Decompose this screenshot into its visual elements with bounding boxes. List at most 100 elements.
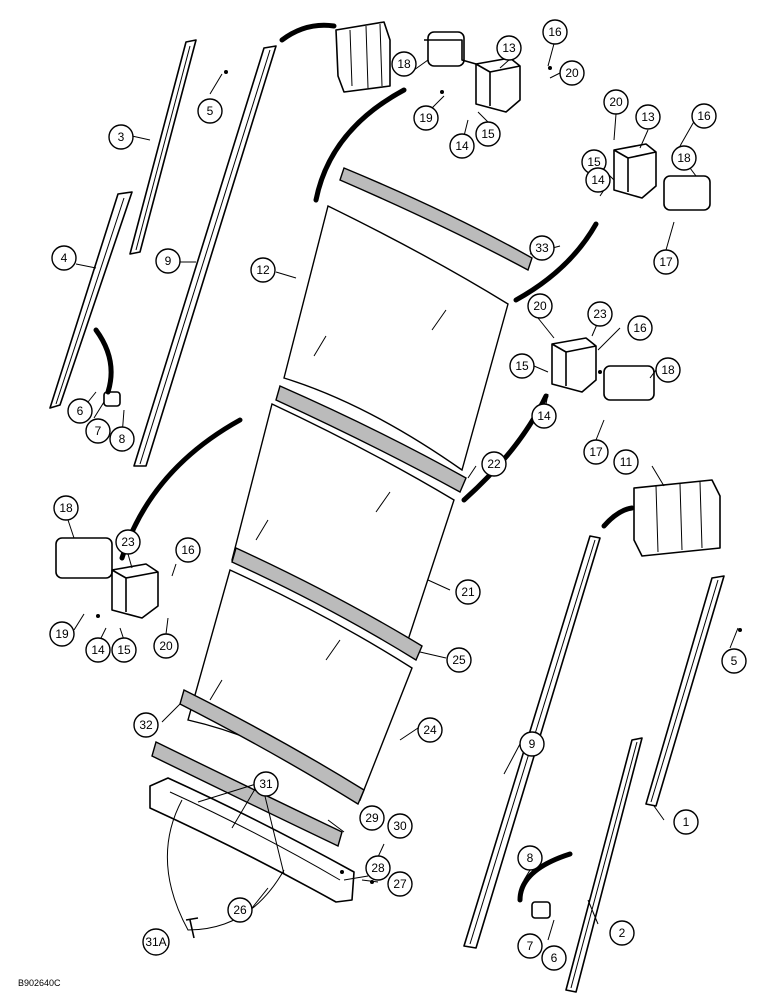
callout-11: 11: [613, 449, 639, 475]
svg-text:24: 24: [423, 723, 437, 737]
svg-text:26: 26: [233, 903, 247, 917]
callout-5: 5: [721, 648, 747, 674]
callout-17: 17: [583, 439, 609, 465]
callout-28: 28: [365, 855, 391, 881]
connector-arc-11: [601, 505, 635, 529]
callout-12: 12: [250, 257, 276, 283]
trim-strip-1: [645, 575, 725, 807]
callout-22: 22: [481, 451, 507, 477]
callout-7: 7: [85, 418, 111, 444]
svg-text:15: 15: [515, 359, 529, 373]
callout-18: 18: [671, 145, 697, 171]
svg-text:27: 27: [393, 877, 407, 891]
svg-text:3: 3: [118, 130, 125, 144]
callout-26: 26: [227, 897, 253, 923]
svg-text:31: 31: [259, 777, 273, 791]
callout-20: 20: [603, 89, 629, 115]
callout-15: 15: [509, 353, 535, 379]
svg-text:18: 18: [59, 501, 73, 515]
svg-text:20: 20: [159, 639, 173, 653]
callout-14: 14: [85, 637, 111, 663]
hinge-bracket-13-upper: [424, 31, 521, 113]
callout-8: 8: [517, 845, 543, 871]
callout-16: 16: [691, 103, 717, 129]
svg-text:12: 12: [256, 263, 270, 277]
clip-7-right: [531, 901, 551, 919]
drawing-reference: B902640C: [18, 978, 61, 988]
svg-text:15: 15: [117, 643, 131, 657]
callout-14: 14: [585, 167, 611, 193]
trim-strip-4: [49, 191, 133, 409]
svg-text:14: 14: [455, 139, 469, 153]
callout-19: 19: [49, 621, 75, 647]
callout-6: 6: [67, 398, 93, 424]
svg-text:7: 7: [95, 424, 102, 438]
callout-32: 32: [133, 712, 159, 738]
callout-14: 14: [531, 403, 557, 429]
seal-strip-32: [179, 688, 365, 806]
callout-6: 6: [541, 945, 567, 971]
callout-20: 20: [527, 293, 553, 319]
callout-7: 7: [517, 933, 543, 959]
svg-text:6: 6: [77, 404, 84, 418]
callout-20: 20: [153, 633, 179, 659]
callout-27: 27: [387, 871, 413, 897]
svg-text:11: 11: [620, 455, 633, 469]
hinge-bracket-23-left: [55, 537, 159, 619]
callout-19: 19: [413, 105, 439, 131]
svg-text:17: 17: [589, 445, 603, 459]
connector-arc-clip-left: [93, 327, 114, 395]
svg-text:32: 32: [139, 718, 153, 732]
callout-23: 23: [587, 301, 613, 327]
svg-text:5: 5: [207, 104, 214, 118]
svg-text:28: 28: [371, 861, 385, 875]
connector-arc-12: [313, 87, 407, 203]
seal-strip-22: [275, 385, 467, 493]
trim-strip-2: [565, 737, 643, 993]
seal-strip-29: [151, 741, 343, 847]
svg-text:14: 14: [537, 409, 551, 423]
svg-text:22: 22: [487, 457, 501, 471]
svg-text:23: 23: [121, 535, 135, 549]
callout-4: 4: [51, 245, 77, 271]
svg-text:15: 15: [481, 127, 495, 141]
hinge-bracket-13-right: [613, 143, 711, 211]
svg-text:8: 8: [527, 851, 534, 865]
callout-14: 14: [449, 133, 475, 159]
callout-8: 8: [109, 426, 135, 452]
svg-text:33: 33: [535, 241, 549, 255]
seal-strip-33: [339, 167, 533, 272]
callout-9: 9: [519, 731, 545, 757]
svg-text:25: 25: [452, 653, 466, 667]
hinge-bracket-23-right: [551, 337, 655, 401]
svg-text:4: 4: [61, 251, 68, 265]
seal-strip-9-left: [133, 45, 277, 467]
profile-strip-11-top: [335, 21, 391, 93]
svg-text:20: 20: [565, 66, 579, 80]
callout-18: 18: [655, 357, 681, 383]
callout-18: 18: [53, 495, 79, 521]
callout-5: 5: [197, 98, 223, 124]
callout-15: 15: [111, 637, 137, 663]
svg-text:19: 19: [419, 111, 433, 125]
callout-1: 1: [673, 809, 699, 835]
svg-text:5: 5: [731, 654, 738, 668]
trim-strip-3: [129, 39, 197, 255]
callout-16: 16: [627, 315, 653, 341]
callout-18: 18: [391, 51, 417, 77]
svg-text:18: 18: [677, 151, 691, 165]
callout-25: 25: [446, 647, 472, 673]
bolt-31a: [185, 917, 199, 939]
seal-strip-25: [231, 547, 423, 662]
callout-9: 9: [155, 248, 181, 274]
svg-text:31A: 31A: [145, 935, 166, 949]
svg-text:8: 8: [119, 432, 126, 446]
callout-31: 31: [253, 771, 279, 797]
connector-arc-clip-right: [517, 851, 573, 903]
callout-23: 23: [115, 529, 141, 555]
callout-16: 16: [542, 19, 568, 45]
connector-arc-top: [279, 22, 337, 43]
svg-text:6: 6: [551, 951, 558, 965]
